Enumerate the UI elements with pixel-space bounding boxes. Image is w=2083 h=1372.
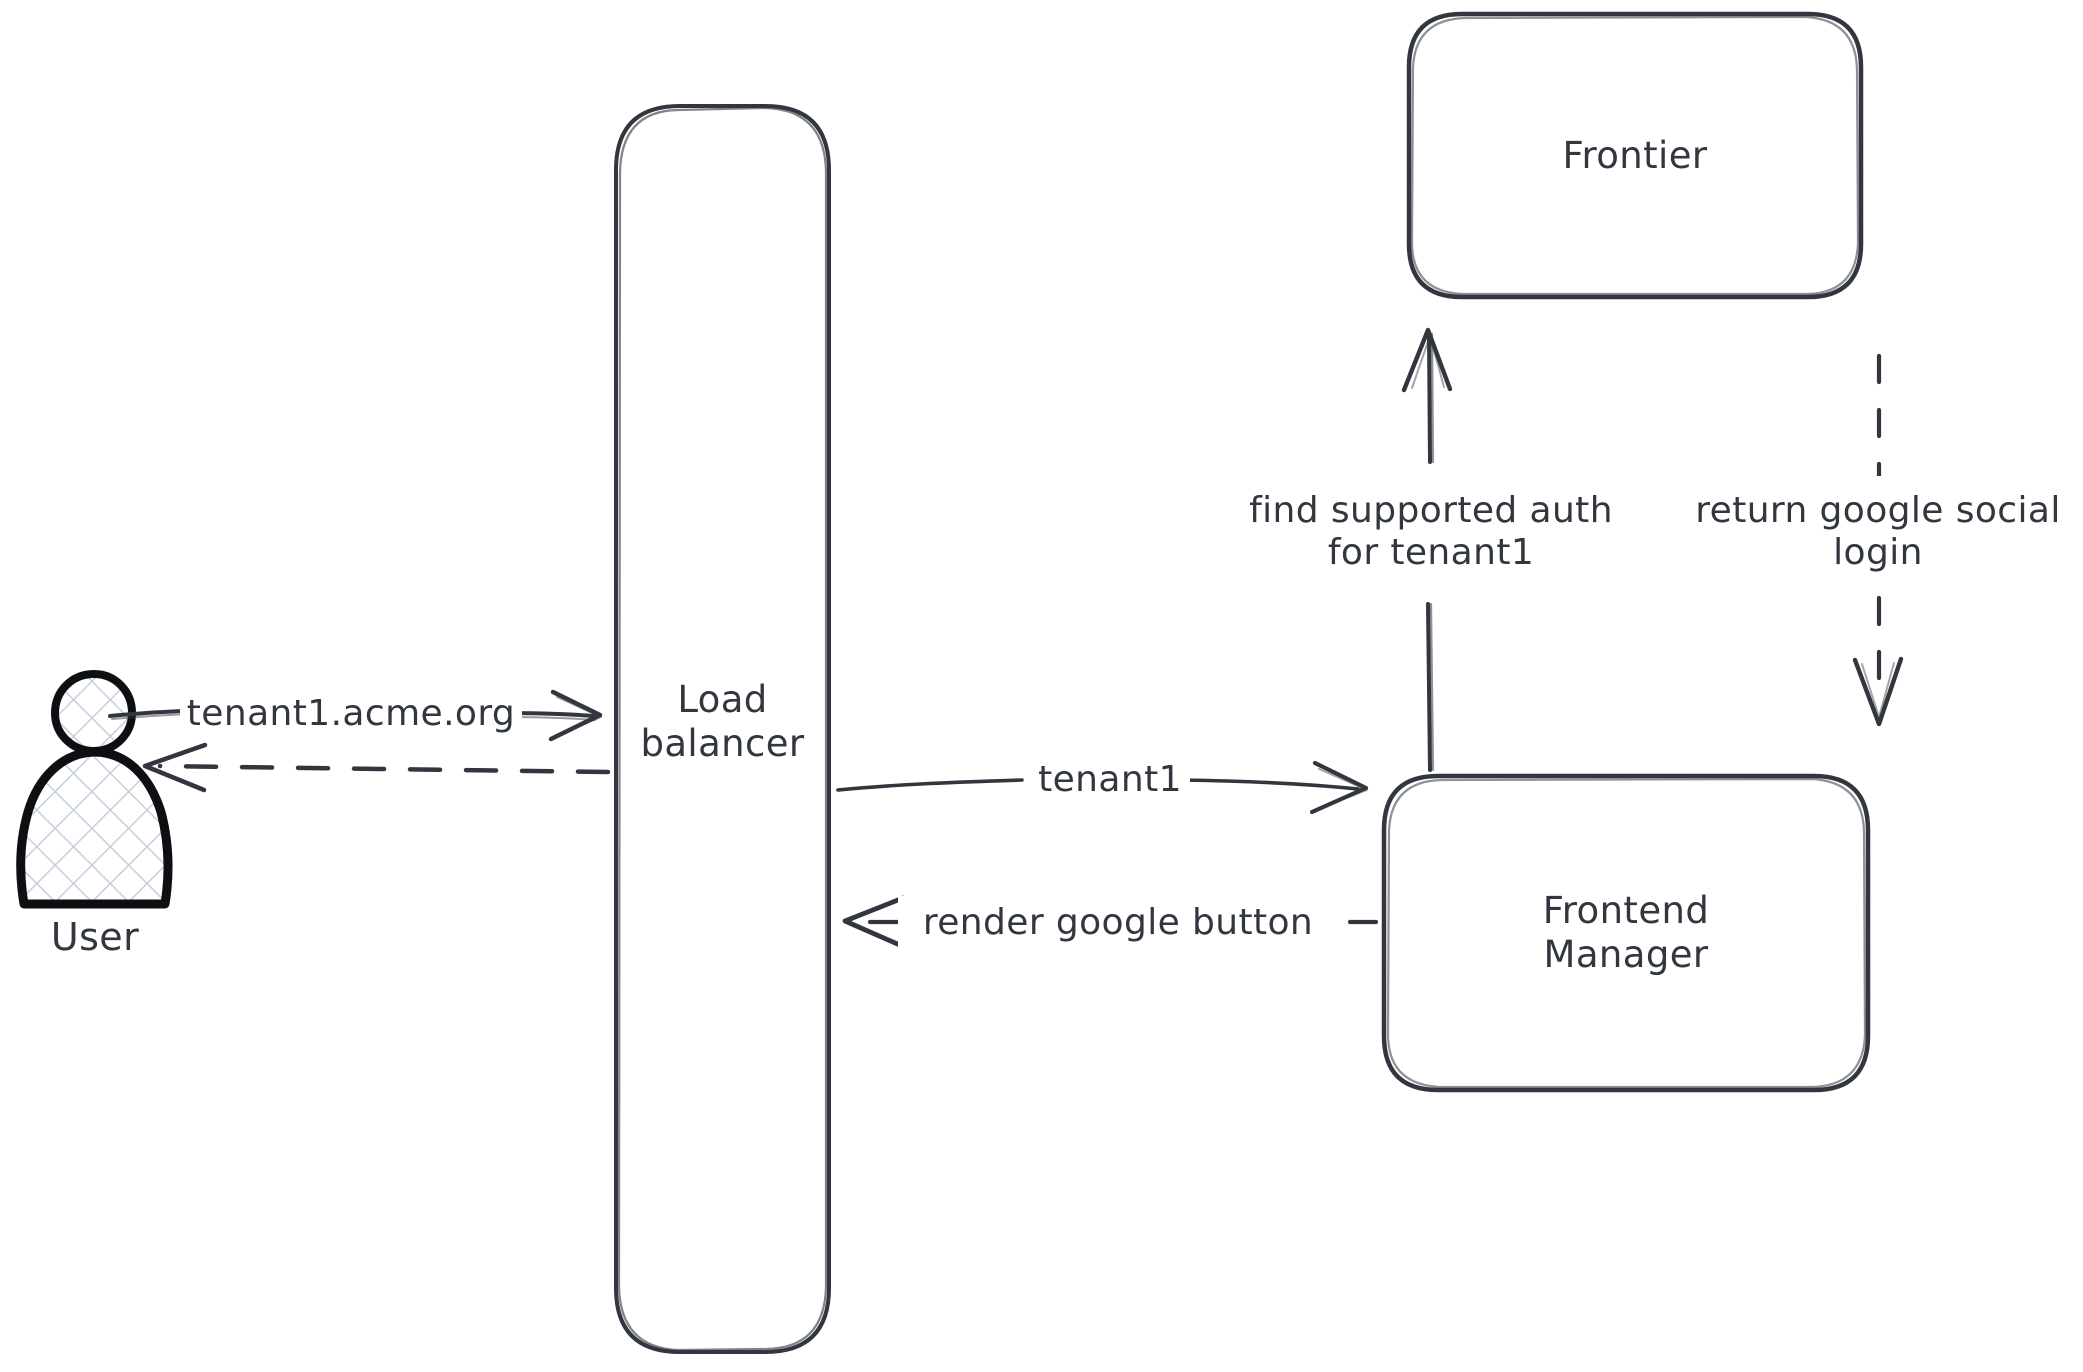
- load-balancer-label: Load balancer: [640, 678, 805, 765]
- load-balancer-box[interactable]: [614, 104, 831, 1354]
- edge-label-tenant1-box: tenant1: [1030, 754, 1190, 806]
- frontier-label: Frontier: [1562, 134, 1708, 178]
- frontier-label-box[interactable]: Frontier: [1409, 130, 1861, 182]
- person-icon: [16, 670, 173, 909]
- edge-label-find-supported-auth-box: find supported auth for tenant1: [1215, 476, 1647, 588]
- edge-label-tenant1: tenant1: [1038, 758, 1182, 800]
- edge-label-render-google-button-box: render google button: [898, 896, 1338, 950]
- user-actor-label-box: User: [0, 912, 190, 962]
- frontend-manager-label: Frontend Manager: [1542, 889, 1710, 976]
- edge-label-tenant1-acme-org: tenant1.acme.org: [186, 692, 516, 734]
- edge-frontend-manager-to-frontier: [1401, 327, 1453, 772]
- edge-label-render-google-button: render google button: [922, 901, 1314, 943]
- edge-load-balancer-to-frontend-manager: [836, 760, 1369, 815]
- load-balancer-label-box[interactable]: Load balancer: [616, 672, 829, 772]
- user-actor-label: User: [50, 914, 140, 959]
- frontend-manager-box[interactable]: [1381, 773, 1871, 1093]
- frontier-box[interactable]: [1406, 11, 1864, 300]
- frontend-manager-label-box[interactable]: Frontend Manager: [1384, 880, 1868, 986]
- edge-label-find-supported-auth: find supported auth for tenant1: [1249, 489, 1613, 573]
- edge-label-return-google-social-login: return google social login: [1695, 489, 2061, 573]
- edge-load-balancer-to-user: [142, 742, 611, 793]
- edge-label-tenant1-acme-org-box: tenant1.acme.org: [180, 686, 522, 742]
- edge-label-return-google-social-login-box: return google social login: [1662, 476, 2083, 588]
